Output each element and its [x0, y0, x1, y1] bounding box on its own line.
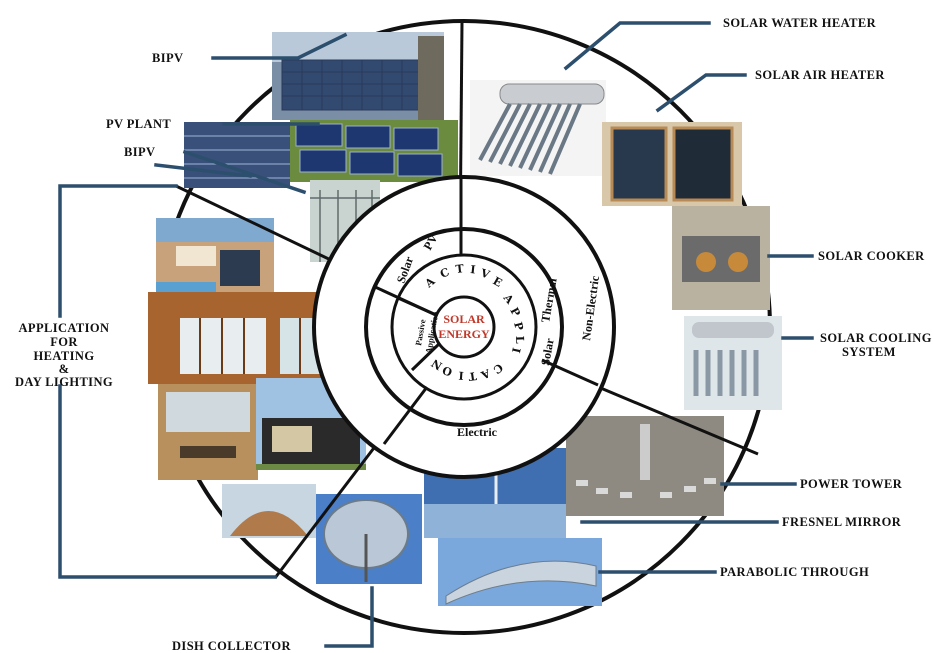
application-letter-9: I: [458, 369, 464, 382]
callout-solar-cooling-line1: SOLAR COOLING: [820, 331, 932, 345]
center-circle: [432, 295, 496, 359]
solar-air-heater-photo: [602, 122, 742, 206]
callout-power-tower: POWER TOWER: [800, 477, 903, 491]
timber-dome-photo: [222, 484, 316, 538]
pv-plant-photo: [290, 120, 458, 182]
callout-solar-air-heater: SOLAR AIR HEATER: [755, 68, 885, 82]
application-letter-4: L: [513, 336, 526, 344]
callout-solar-water-heater: SOLAR WATER HEATER: [723, 16, 877, 30]
solar-cooling-photo: [684, 316, 782, 410]
callout-application-line4: &: [59, 362, 70, 376]
parabolic-trough-photo: [438, 538, 602, 606]
callout-application-line1: APPLICATION: [19, 321, 110, 335]
ring-divider-bottom-left: [382, 386, 429, 445]
ring-divider-bottom-right: [541, 358, 599, 387]
callout-application-line3: HEATING: [34, 349, 95, 363]
bipv-top-photo: [272, 32, 444, 120]
active-letter-5: V: [478, 266, 492, 281]
callout-application: APPLICATION FOR HEATING & DAY LIGHTING: [15, 321, 113, 389]
callout-parabolic-through: PARABOLIC THROUGH: [720, 565, 869, 579]
callout-bipv-mid: BIPV: [124, 145, 155, 159]
electric-label: Electric: [457, 425, 498, 439]
callout-dish-collector: DISH COLLECTOR: [172, 639, 292, 653]
solar-water-heater-photo: [470, 80, 606, 176]
leader-lines: [58, 21, 814, 648]
application-letter-3: P: [511, 321, 526, 332]
center-label-energy: ENERGY: [438, 327, 490, 341]
callout-pv-plant: PV PLANT: [106, 117, 171, 131]
active-letter-4: I: [470, 263, 476, 276]
leader-dish-collector: [324, 586, 374, 648]
callout-application-line2: FOR: [50, 335, 78, 349]
center-label-solar: SOLAR: [443, 312, 485, 326]
active-divider-bottom: [410, 341, 442, 372]
application-letter-8: T: [467, 369, 478, 383]
bipv-mid-photo: [184, 122, 290, 188]
leader-solar-air-heater: [655, 73, 747, 113]
callout-solar-cooling-line2: SYSTEM: [842, 345, 896, 359]
passive-house-photo: [156, 218, 274, 298]
leader-solar-water-heater: [563, 21, 711, 71]
application-letter-10: O: [440, 363, 454, 378]
application-letter-5: I: [509, 346, 523, 354]
leader-application-top: [58, 184, 178, 318]
passive-label-line1: Passive: [413, 318, 427, 346]
active-divider-left: [397, 296, 437, 317]
power-tower-photo: [566, 416, 724, 516]
photo-group: [148, 32, 782, 606]
callout-solar-cooker: SOLAR COOKER: [818, 249, 925, 263]
leader-application-bottom: [58, 384, 277, 579]
callout-application-line5: DAY LIGHTING: [15, 375, 113, 389]
callout-bipv-top: BIPV: [152, 51, 183, 65]
solar-cooker-photo: [672, 206, 770, 310]
leader-bipv-mid: [182, 149, 307, 195]
active-letter-3: T: [455, 262, 465, 276]
solar-thermal-label-solar: Solar: [538, 337, 557, 367]
leader-bipv-mid-2: [154, 163, 252, 178]
callout-fresnel-mirror: FRESNEL MIRROR: [782, 515, 902, 529]
leader-bipv-top: [211, 32, 348, 60]
dish-collector-photo: [316, 494, 422, 584]
veranda-photo: [158, 384, 258, 480]
